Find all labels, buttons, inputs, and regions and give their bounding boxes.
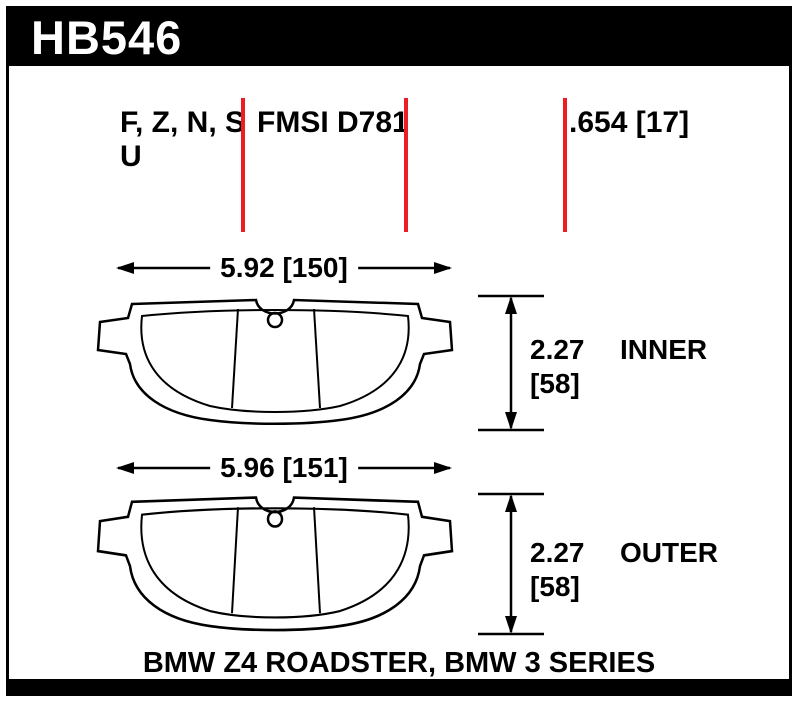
compound-codes-line2: U xyxy=(120,140,142,173)
inner-pad-label: INNER xyxy=(620,334,708,365)
inner-pad-width-dimension: 5.92 [150] xyxy=(115,252,453,284)
fmsi-number: FMSI D781 xyxy=(257,106,409,139)
inner-pad-width-value: 5.92 [150] xyxy=(210,252,358,284)
height-arrow-inner xyxy=(478,294,544,432)
inner-pad-height-dimension xyxy=(478,293,544,433)
vehicle-applications: BMW Z4 ROADSTER, BMW 3 SERIES xyxy=(142,647,656,679)
height-arrow-outer xyxy=(478,492,544,636)
red-divider-line-1 xyxy=(241,98,245,232)
header-bar: HB546 xyxy=(9,9,789,66)
brake-pad-outline-outer xyxy=(96,496,454,632)
outer-pad-height-value: 2.27 [58] xyxy=(530,537,585,602)
brake-pad-outline-inner xyxy=(96,298,454,425)
inner-pad-height-value: 2.27 [58] xyxy=(530,334,585,399)
red-divider-line-3 xyxy=(563,98,567,232)
outer-pad-width-value: 5.96 [151] xyxy=(210,452,358,484)
compound-codes-line1: F, Z, N, S xyxy=(120,106,246,139)
footer-bar xyxy=(9,679,789,693)
part-number: HB546 xyxy=(31,11,183,64)
outer-frame: HB546 F, Z, N, S U FMSI D781 .654 [17] 5… xyxy=(6,6,792,696)
outer-pad-height-dimension xyxy=(478,491,544,637)
pad-thickness: .654 [17] xyxy=(569,106,690,139)
compound-codes: F, Z, N, S U xyxy=(120,106,245,174)
outer-pad-width-dimension: 5.96 [151] xyxy=(115,452,453,484)
red-divider-line-2 xyxy=(404,98,408,232)
outer-pad-label: OUTER xyxy=(620,537,718,568)
